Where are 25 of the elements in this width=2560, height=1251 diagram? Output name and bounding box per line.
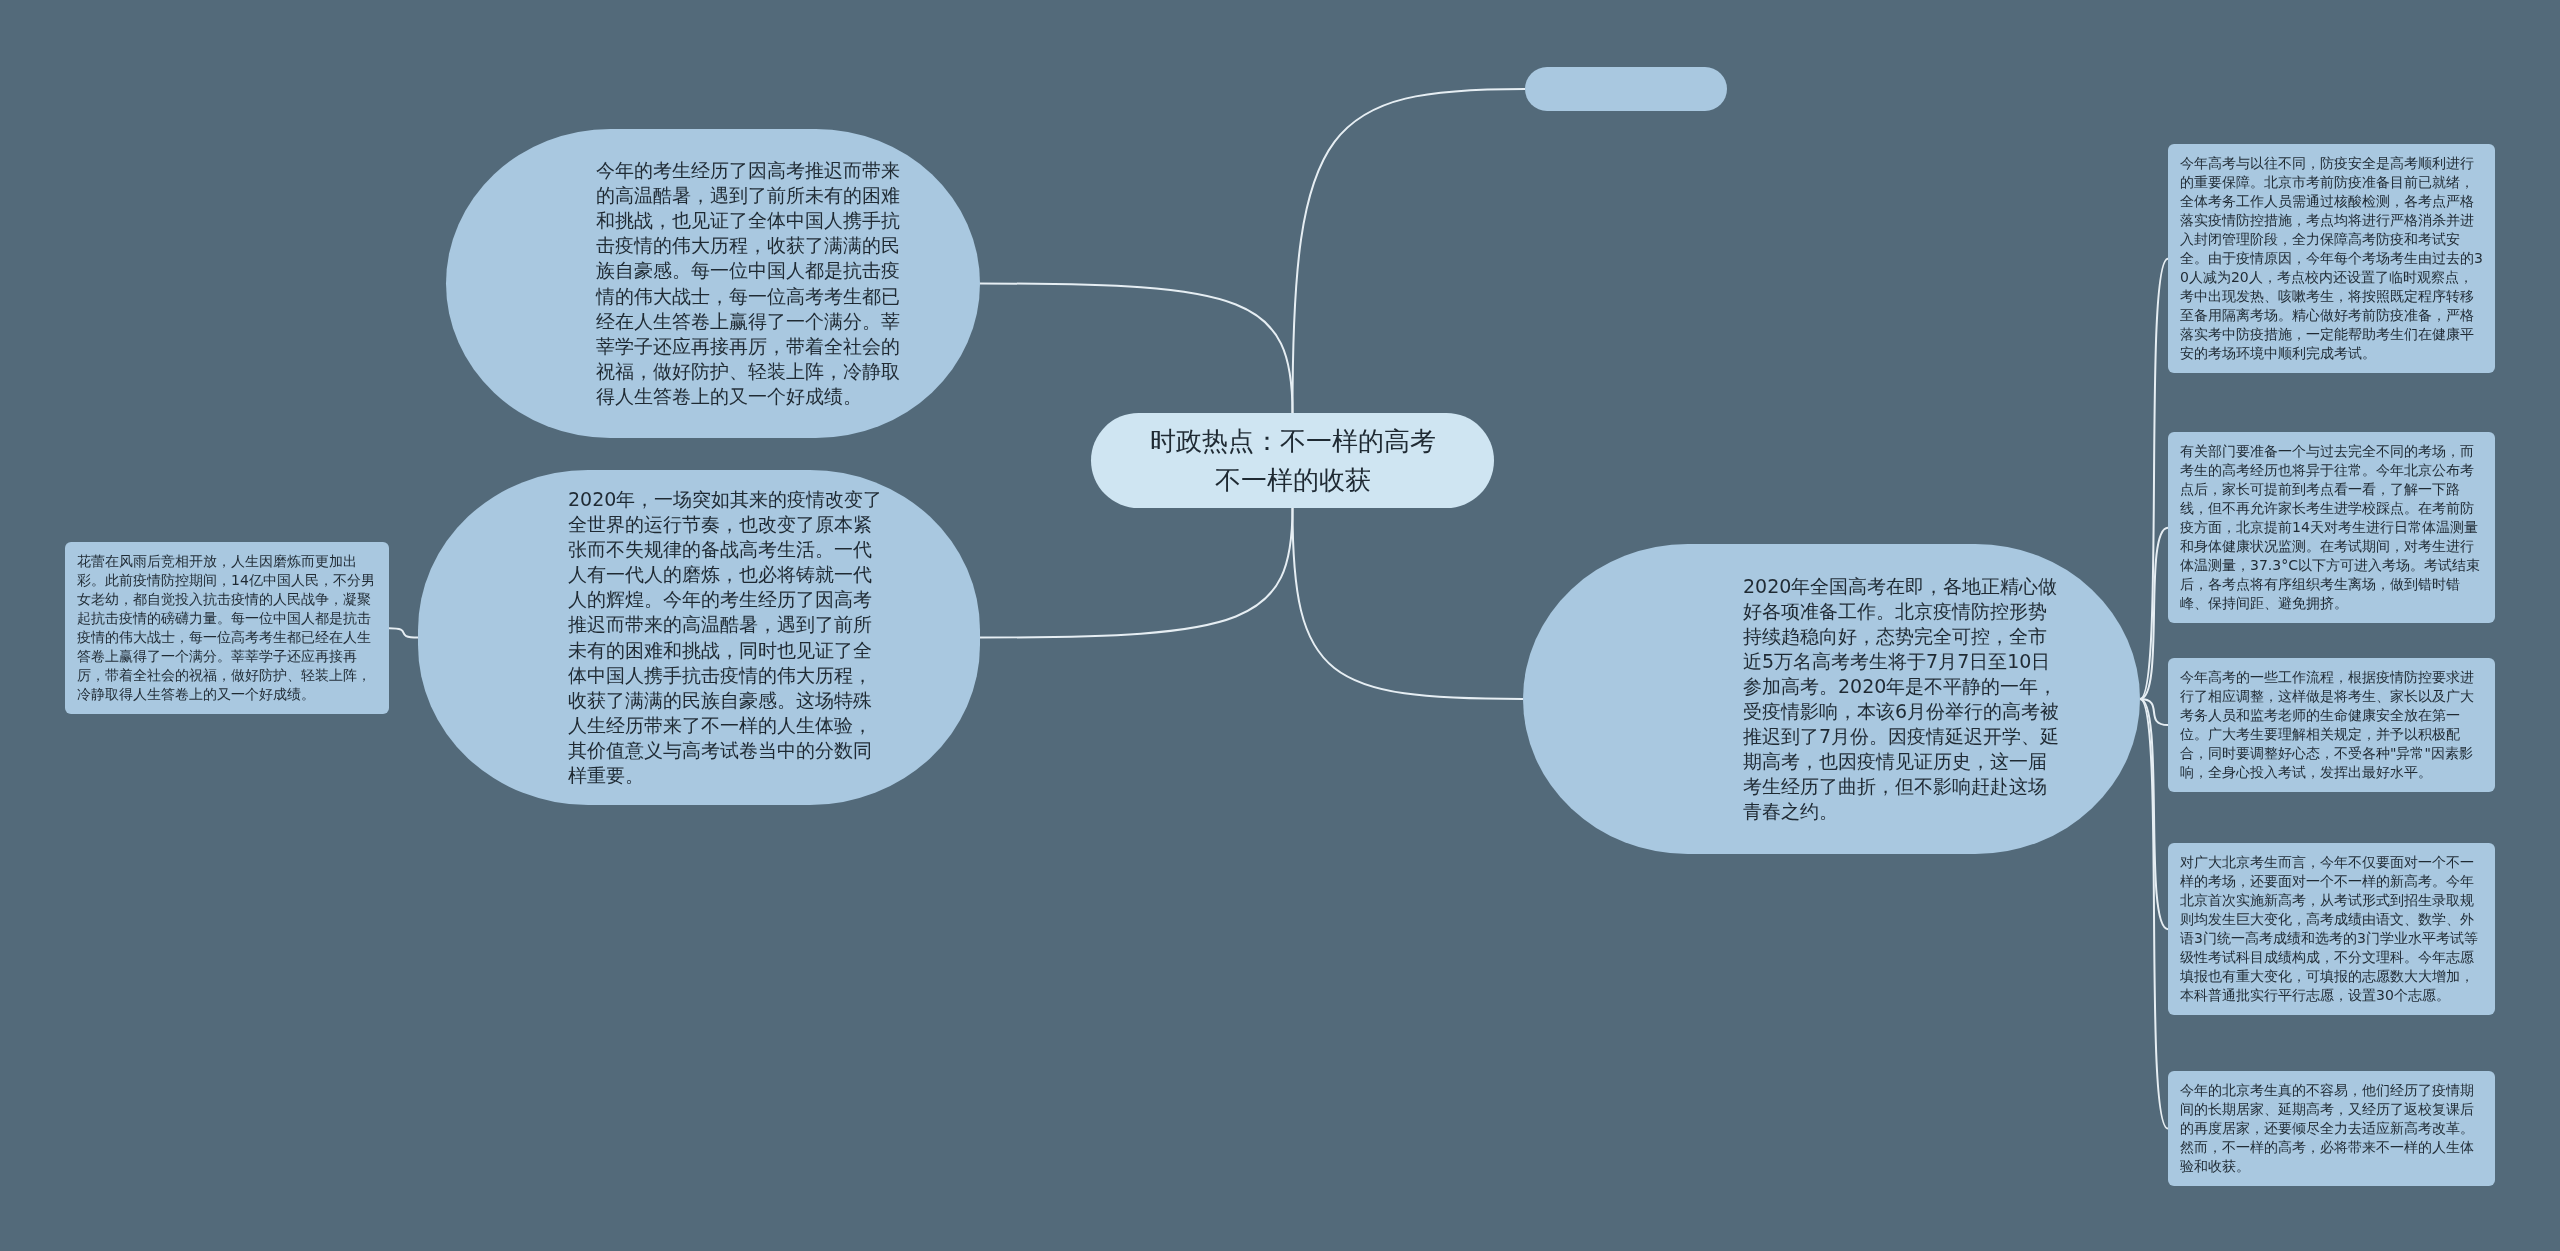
connector-line (2139, 526, 2169, 700)
paragraph-text: 有关部门要准备一个与过去完全不同的考场，而考生的高考经历也将异于往常。今年北京公布考点后，家长可提前到考点看一看，了解一下路线，但不再允许家长考生进学校踩点。在考前防疫方面，北京提前14天对考生进行日常体温测量和身体健康状况监测。在考试期间，对考生进行体温测量，37.3°C以下方可进入考场。考试结束后，各考点将有序组织考生离场，做到错时错峰、保持间距、避免拥挤。 (2180, 442, 2481, 614)
connector-line (979, 282, 1294, 414)
note-card (2168, 432, 2495, 624)
empty-pill-box (1525, 67, 1727, 111)
paragraph-text: 今年高考的一些工作流程，根据疫情防控要求进行了相应调整，这样做是将考生、家长以及广大考务人员和监考老师的生命健康安全放在第一位。广大考生要理解相关规定，并予以积极配合，同时要调整好心态，不受各种"异常"因素影响，全身心投入考试，发挥出最好水平。 (2180, 668, 2475, 783)
note-card (65, 542, 389, 715)
paragraph-text: 2020年全国高考在即，各地正精心做好各项准备工作。北京疫情防控形势持续趋稳向好，态势完全可控，全市近5万名高考考生将于7月7日至10日参加高考。2020年是不平静的一年，受疫情影响，本该6月份举行的高考被推迟到了7月份。因疫情延迟开学、延期高考，也因疫情见证历史，这一届考生经历了曲折，但不影响赶赴这场青春之约。 (1743, 573, 2061, 825)
note-card (2168, 144, 2495, 374)
paragraph-text: 2020年，一场突如其来的疫情改变了全世界的运行节奏，也改变了原本紧张而不失规律的备战高考生活。一代人有一代人的磨炼，也必将铸就一代人的辉煌。今年的考生经历了因高考推迟而带来的高温酷暑，遇到了前所未有的困难和挑战，同时也见证了全体中国人携手抗击疫情的伟大历程，收获了满满的民族自豪感。这场特殊人生经历带来了不一样的人生体验，其价值意义与高考试卷当中的分数同样重要。 (568, 487, 884, 788)
connector-line (2139, 698, 2169, 931)
paragraph-text: 今年高考与以往不同，防疫安全是高考顺利进行的重要保障。北京市考前防疫准备目前已就绪，全体考务工作人员需通过核酸检测，各考点严格落实疫情防控措施，考点均将进行严格消杀并进入封闭管理阶段，全力保障高考防疫和考试安全。由于疫情原因，今年每个考场考生由过去的30人减为20人，考点校内还设置了临时观察点，考中出现发热、咳嗽考生，将按照既定程序转移至备用隔离考场。精心做好考前防疫准备，严格落实考中防疫措施，一定能帮助考生们在健康平安的考场环境中顺利完成考试。 (2180, 154, 2483, 364)
connector-line (979, 507, 1294, 639)
note-card (2168, 658, 2495, 793)
connector-line (2139, 257, 2169, 700)
paragraph-text: 对广大北京考生而言，今年不仅要面对一个不一样的考场，还要面对一个不一样的新高考。今年北京首次实施新高考，从考试形式到招生录取规则均发生巨大变化，高考成绩由语文、数学、外语3门统一高考成绩和选考的3门学业水平考试等级性考试科目成绩构成，不分文理科。今年志愿填报也有重大变化，可填报的志愿数大大增加，本科普通批实行平行志愿，设置30个志愿。 (2180, 853, 2479, 1006)
note-card (2168, 1071, 2495, 1187)
connector-line (2139, 698, 2169, 1130)
paragraph-text: 花蕾在风雨后竞相开放，人生因磨炼而更加出彩。此前疫情防控期间，14亿中国人民，不分男女老幼，都自觉投入抗击疫情的人民战争，凝聚起抗击疫情的磅礴力量。每一位中国人都是抗击疫情的伟大战士，每一位高考考生都已经在人生答卷上赢得了一个满分。莘莘学子还应再接再厉，带着全社会的祝福，做好防护、轻装上阵，冷静取得人生答卷上的又一个好成绩。 (77, 552, 376, 705)
paragraph-text: 今年的北京考生真的不容易，他们经历了疫情期间的长期居家、延期高考，又经历了返校复课后的再度居家，还要倾尽全力去适应新高考改革。然而，不一样的高考，必将带来不一样的人生体验和收获。 (2180, 1081, 2475, 1177)
connector-line (388, 627, 419, 639)
connector-line (1291, 507, 1524, 700)
topic-title: 时政热点：不一样的高考不一样的收获 (1148, 424, 1437, 497)
note-card (2168, 843, 2495, 1016)
paragraph-text: 今年的考生经历了因高考推迟而带来的高温酷暑，遇到了前所未有的困难和挑战，也见证了全体中国人携手抗击疫情的伟大历程，收获了满满的民族自豪感。每一位中国人都是抗击疫情的伟大战士，每一位高考考生都已经在人生答卷上赢得了一个满分。莘莘学子还应再接再厉，带着全社会的祝福，做好防护、轻装上阵，冷静取得人生答卷上的又一个好成绩。 (596, 158, 901, 409)
